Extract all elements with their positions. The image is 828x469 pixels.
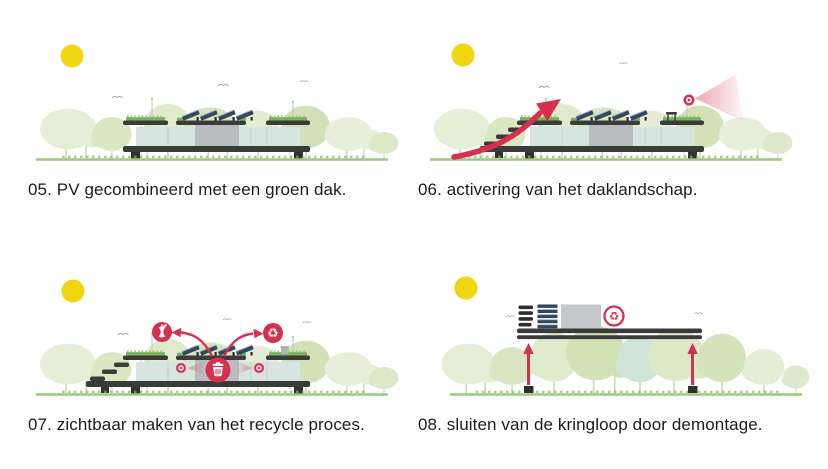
recycle-icon: ♻: [263, 323, 283, 343]
stacked-gray-module: [561, 304, 601, 329]
panel-07: ♻ 07. zichtbaar maken van het recycle pr…: [0, 235, 414, 469]
ground-foot: [688, 386, 698, 393]
bird-icon: [299, 80, 309, 83]
view-cone: [187, 361, 203, 375]
grass-ground: [448, 390, 804, 396]
stacked-solar-panels: [537, 304, 558, 329]
pavilion-building: [123, 98, 310, 159]
ground-foot: [524, 386, 534, 393]
sun-icon: [61, 279, 85, 303]
bird-icon: [505, 315, 515, 318]
sun-icon: [60, 44, 84, 68]
curved-arrow-left: [171, 327, 214, 357]
panel-05: 05. PV gecombineerd met een groen dak.: [0, 0, 414, 235]
recycle-icon: ♻: [603, 305, 625, 327]
caption-06: 06. activering van het daklandschap.: [418, 180, 698, 199]
illustration-07-visible-recycling: ♻: [34, 279, 399, 397]
access-arrow: [451, 99, 561, 160]
organic-waste-icon: [152, 322, 172, 342]
caption-07: 07. zichtbaar maken van het recycle proc…: [28, 415, 365, 434]
stacked-steps: [518, 305, 533, 327]
grass-ground: [428, 155, 784, 161]
illustration-08-disassembly: ♻: [440, 276, 810, 397]
bird-icon: [538, 85, 550, 89]
illustration-06-roof-activation: [428, 43, 793, 162]
svg-text:♻: ♻: [267, 327, 279, 342]
bird-icon: [217, 83, 229, 87]
trash-bin-icon: [205, 357, 231, 383]
dismantled-platform: [517, 328, 702, 340]
view-cone: [695, 74, 743, 121]
view-cone: [237, 361, 253, 375]
bird-icon: [693, 312, 703, 315]
eye-icon: [254, 363, 264, 373]
caption-05: 05. PV gecombineerd met een groen dak.: [28, 180, 347, 199]
panel-08: ♻ 08. sluiten van de kringloop door demo…: [414, 235, 828, 469]
curved-arrow-right: [222, 328, 264, 357]
caption-08: 08. sluiten van de kringloop door demont…: [418, 415, 763, 434]
bird-icon: [111, 95, 123, 99]
sun-icon: [454, 276, 478, 300]
grass-ground: [34, 390, 390, 396]
eye-icon: [683, 94, 695, 106]
eye-icon: [176, 363, 186, 373]
sun-icon: [451, 43, 475, 67]
roof-bench: [666, 112, 677, 121]
bird-icon: [222, 318, 232, 321]
bird-icon: [302, 321, 312, 324]
bird-icon: [117, 332, 129, 336]
panel-06: 06. activering van het daklandschap.: [414, 0, 828, 235]
bird-icon: [618, 62, 628, 65]
grass-ground: [34, 155, 390, 161]
roof-planter: [280, 346, 289, 354]
svg-text:♻: ♻: [609, 309, 619, 323]
